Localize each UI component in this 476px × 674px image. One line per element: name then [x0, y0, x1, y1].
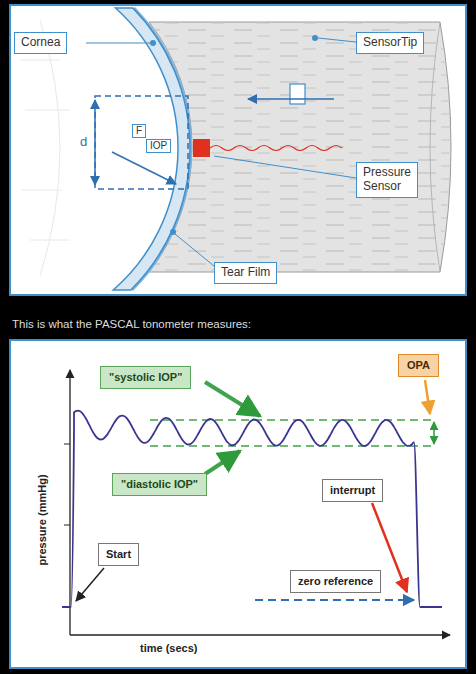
part-label: Cornea [14, 32, 67, 54]
dimension-label: d [80, 134, 87, 149]
sensor-wire [210, 146, 342, 151]
pressure-curve [62, 411, 442, 607]
pointer-arrow [205, 451, 240, 474]
event-label: zero reference [290, 570, 381, 593]
value-label: "systolic IOP" [100, 366, 191, 389]
diastolic-line [150, 445, 436, 447]
small-box [290, 84, 305, 104]
pressure-sensor [193, 139, 210, 157]
motion-arrow [248, 98, 334, 100]
force-arrow [112, 152, 176, 184]
axis-label: time (secs) [140, 642, 197, 654]
leader-line [214, 156, 356, 178]
dimension-line [94, 100, 96, 185]
label-text: interrupt [330, 484, 375, 497]
pointer-arrow [205, 382, 260, 416]
leader-dot [170, 229, 176, 235]
panel [10, 5, 466, 295]
x-axis [70, 634, 450, 635]
leader-line [86, 43, 150, 44]
leader-dot [150, 40, 156, 46]
cornea [113, 8, 190, 290]
pointer-arrow [76, 568, 104, 601]
label-text: "systolic IOP" [109, 371, 182, 384]
label-text: IOP [150, 140, 167, 152]
panel [10, 340, 466, 668]
event-label: interrupt [322, 479, 383, 502]
eye-texture [20, 60, 70, 240]
sensor-tip-texture [149, 22, 451, 272]
part-label: Pressure Sensor [356, 162, 418, 198]
sensor-tip [149, 22, 451, 272]
systolic-line [150, 419, 436, 421]
opa-span [433, 422, 435, 444]
label-text: OPA [407, 359, 430, 372]
event-label: Start [98, 543, 139, 566]
leader-line [318, 38, 356, 42]
label-text: Pressure Sensor [363, 166, 411, 194]
axis-ticks [64, 444, 70, 607]
caption-text: This is what the PASCAL tonometer measur… [12, 318, 251, 330]
part-label: Tear Film [214, 262, 277, 284]
label-text: Start [106, 548, 131, 561]
symbol-label: F [132, 124, 146, 138]
value-label: "diastolic IOP" [112, 473, 207, 496]
curve-layer [62, 411, 442, 607]
label-text: Tear Film [221, 266, 270, 280]
leader-dot [312, 35, 318, 41]
label-text: SensorTip [363, 36, 417, 50]
label-text: zero reference [298, 575, 373, 588]
label-text: F [136, 125, 142, 137]
label-text: Cornea [21, 36, 60, 50]
eye-outline [40, 20, 60, 276]
leader-line [175, 234, 214, 266]
label-text: "diastolic IOP" [121, 478, 198, 491]
y-axis [69, 370, 70, 635]
axis-label: pressure (mmHg) [36, 474, 48, 565]
pointer-arrow [425, 380, 430, 414]
part-label: SensorTip [356, 32, 424, 54]
measure-region [95, 96, 188, 189]
zero-reference-line [255, 599, 414, 601]
value-label: OPA [398, 354, 439, 377]
symbol-label: IOP [146, 139, 171, 153]
sensor-tip-end [430, 22, 440, 272]
